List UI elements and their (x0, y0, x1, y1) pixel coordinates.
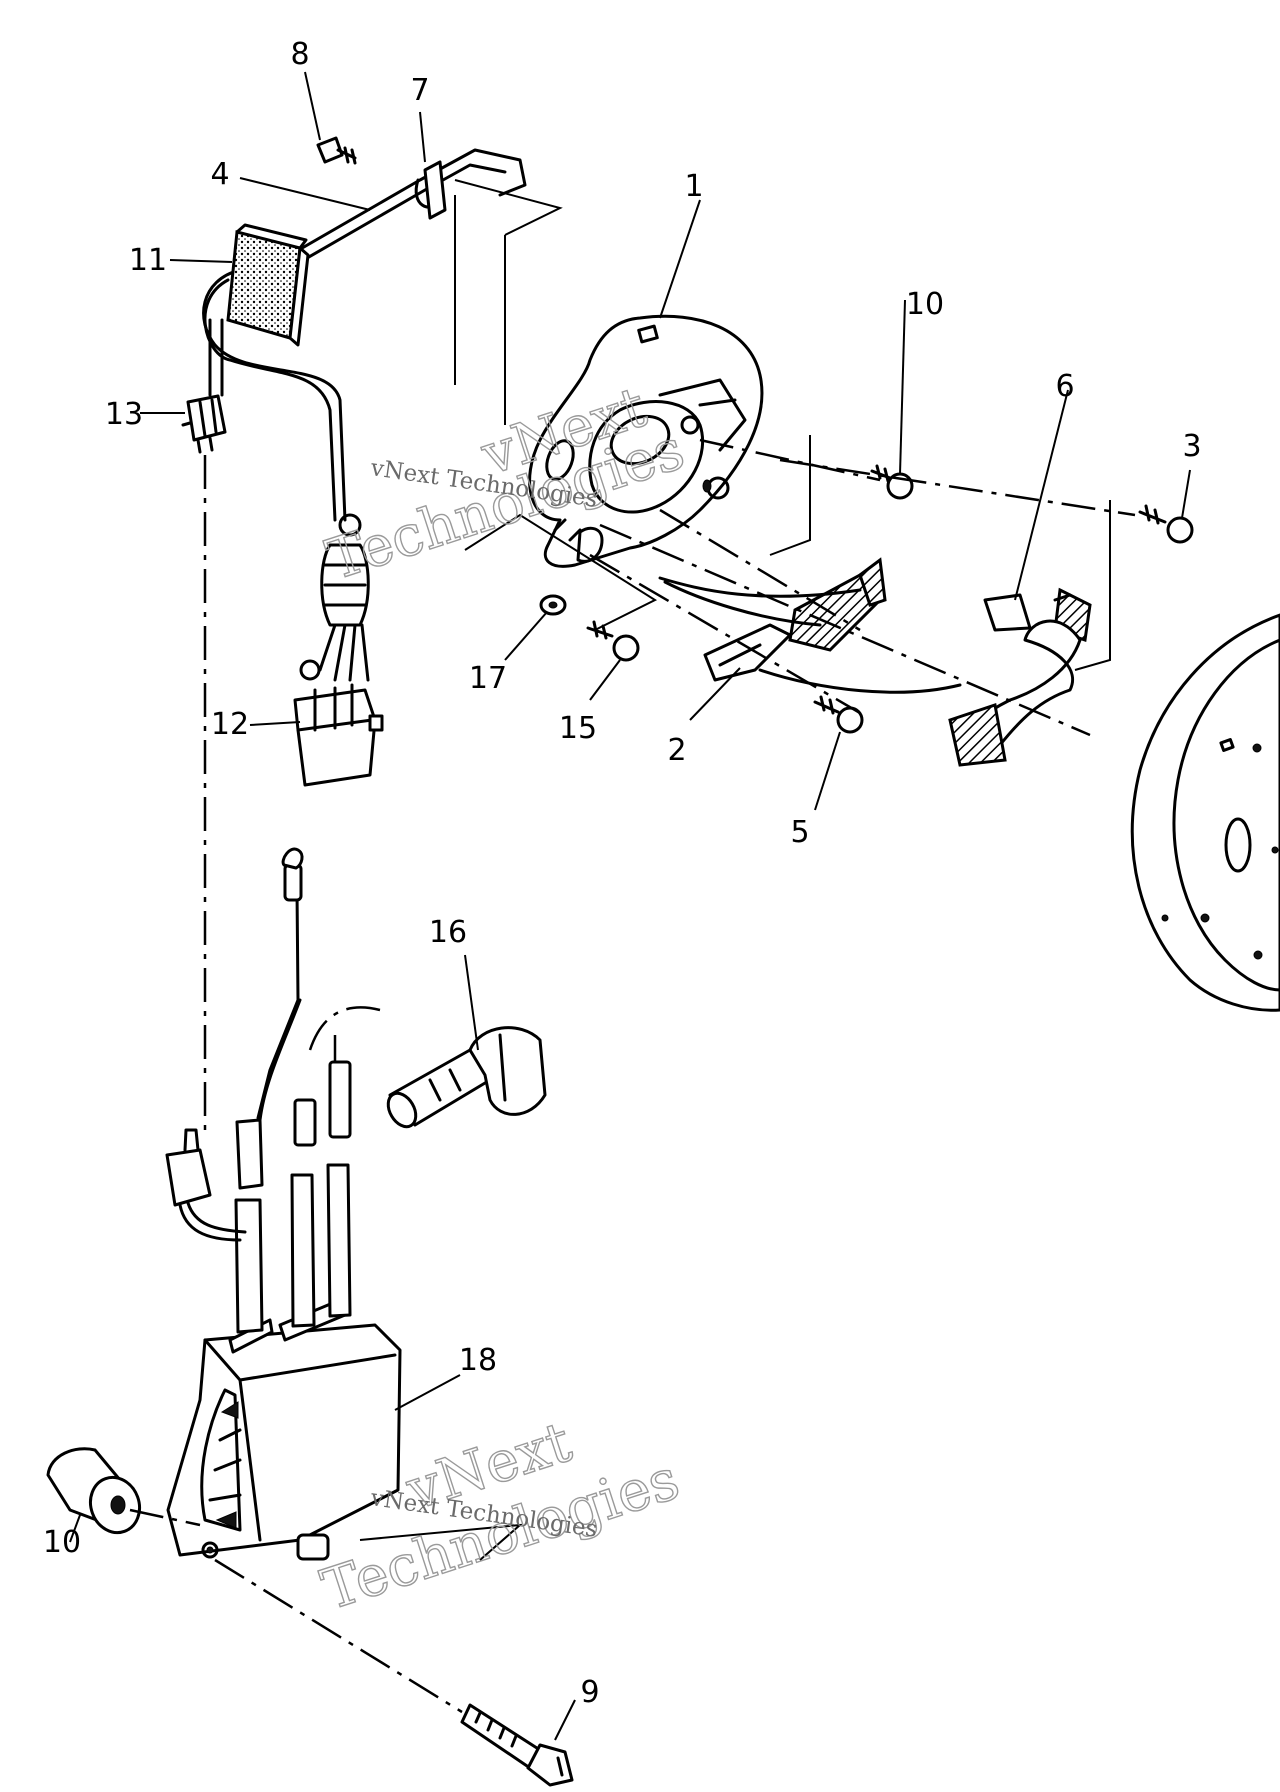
screw-15 (586, 620, 640, 662)
stator-base-plate (528, 314, 764, 568)
bolt-9 (460, 1703, 574, 1787)
screw-10 (870, 464, 914, 500)
ignition-coil (166, 1298, 402, 1561)
callout-1: 1 (684, 169, 703, 204)
callout-17: 17 (469, 661, 507, 696)
screw-5 (813, 695, 864, 734)
voltage-regulator (226, 223, 310, 347)
screw-3 (1138, 504, 1194, 544)
callout-numbers: 1 2 3 4 5 6 7 8 9 10 10 11 12 13 15 16 1… (43, 37, 1202, 1710)
spark-plug-cap (386, 1026, 547, 1129)
charge-coil (758, 587, 1092, 767)
callout-18: 18 (459, 1343, 497, 1378)
callout-7: 7 (410, 73, 429, 108)
washer-17 (539, 594, 567, 616)
callout-13: 13 (105, 397, 143, 432)
wire-harness (202, 148, 527, 522)
callout-8: 8 (290, 37, 309, 72)
connector-13 (181, 394, 227, 454)
ignition-wires (165, 847, 304, 1242)
callout-2: 2 (667, 733, 686, 768)
callout-4: 4 (210, 157, 229, 192)
callout-12: 12 (211, 707, 249, 742)
coil-terminals (234, 1060, 352, 1334)
leader-lines (69, 71, 1191, 1741)
assembly-lines (129, 179, 1136, 1714)
callout-3: 3 (1182, 429, 1201, 464)
connector-12 (293, 683, 384, 787)
callout-11: 11 (129, 243, 167, 278)
callout-10-lower: 10 (43, 1525, 81, 1560)
bolt-8 (316, 136, 357, 165)
wire-choke (299, 513, 370, 682)
callout-10-upper: 10 (906, 287, 944, 322)
lighting-coil (658, 557, 887, 682)
flywheel (1130, 613, 1280, 1012)
callout-5: 5 (790, 815, 809, 850)
callout-9: 9 (580, 1675, 599, 1710)
callout-6: 6 (1055, 369, 1074, 404)
callout-15: 15 (559, 711, 597, 746)
cap-10 (46, 1447, 142, 1535)
callout-16: 16 (429, 915, 467, 950)
